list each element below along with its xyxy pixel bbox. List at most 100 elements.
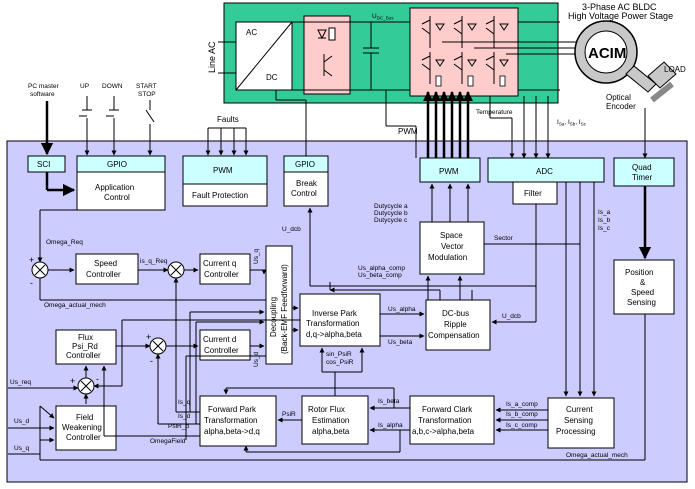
svg-text:+: +	[70, 376, 75, 386]
power-stage-title-2: High Voltage Power Stage	[568, 11, 673, 21]
decoupling-label-1: Decoupling	[269, 297, 278, 337]
left-us-q-label: Us_q	[14, 445, 30, 452]
is-a-comp-label: Is_a_comp	[506, 401, 538, 408]
acim-label: ACIM	[588, 45, 626, 62]
svg-text:+: +	[29, 255, 34, 265]
pos-label-4: Sensing	[627, 298, 656, 307]
power-stage: 3-Phase AC BLDC High Voltage Power Stage…	[207, 2, 686, 111]
sin-psir-label: sin_PsiR	[326, 351, 352, 358]
svg-text:+: +	[146, 332, 151, 342]
encoder-disk	[650, 81, 674, 103]
filter-block	[512, 181, 558, 205]
pos-label-1: Position	[625, 268, 653, 277]
inv-park-label-1: Inverse Park	[312, 309, 358, 318]
break-control-block	[283, 171, 329, 207]
is-q-label: Is_q	[178, 399, 191, 406]
is-beta-label: Is_beta	[378, 398, 400, 405]
start-stop-switch	[145, 100, 155, 130]
clark-label-2: Transformation	[418, 416, 472, 425]
psir-d-label: PsiR_d	[168, 423, 189, 430]
svm-label-2: Vector	[441, 242, 464, 251]
pwm-modulator-block	[419, 157, 481, 183]
rotor-flux-label-3: alpha,beta	[312, 427, 350, 436]
line-ac-label: Line AC	[207, 41, 217, 73]
current-d-controller-block	[199, 329, 251, 361]
is-q-req-label: is_q_Req	[140, 258, 168, 265]
is-b-label: Is_b	[598, 217, 611, 224]
decoupling-block	[265, 245, 293, 365]
down-switch	[106, 96, 119, 130]
flux-label-1: Flux	[78, 333, 93, 342]
temperature-label: Temperature	[476, 109, 513, 116]
dcbus-label-2: Ripple	[444, 320, 467, 329]
sci-label: SCI	[37, 160, 50, 169]
up-label: UP	[80, 83, 89, 90]
flux-label-3: Controller	[66, 351, 101, 360]
omega-actual-mech-bottom: Omega_actual_mech	[566, 452, 628, 459]
us-alpha-comp-label: Us_alpha_comp	[358, 265, 405, 272]
app-control-label-2: Control	[104, 193, 130, 202]
us-beta-comp-label: Us_beta_comp	[358, 272, 402, 279]
is-d-label: Is_d	[178, 413, 191, 420]
is-alpha-label: Is_alpha	[378, 422, 403, 429]
currentd-label-1: Current d	[203, 335, 236, 344]
inv-park-label-2: Transformation	[306, 319, 360, 328]
rotor-flux-label-1: Rotor Flux	[308, 405, 345, 414]
current-sensing-processing-block	[547, 397, 615, 449]
rotor-flux-estimation-block	[301, 395, 369, 445]
fw-label-3: Controller	[66, 433, 101, 442]
fwd-park-label-1: Forward Park	[208, 405, 257, 414]
faults-label: Faults	[217, 115, 239, 124]
omega-actual-mech-label: Omega_actual_mech	[44, 302, 106, 309]
pos-label-2: &	[640, 278, 646, 287]
decoupling-label-2: (Back-EMF Feedforward)	[280, 264, 289, 354]
svg-text:-: -	[96, 374, 99, 384]
us-q-vertical-label: Us_q	[253, 248, 260, 264]
u-dcb-right-label: U_dcb	[502, 313, 521, 320]
svm-label-1: Space	[440, 231, 463, 240]
dutycycle-c-label: Dutycycle c	[374, 217, 408, 224]
app-control-label-1: Application	[95, 183, 134, 192]
break-control-label-1: Break	[296, 179, 318, 188]
is-b-comp-label: Is_b_comp	[506, 411, 538, 418]
svg-text:-: -	[30, 278, 33, 288]
brake-chopper	[303, 15, 351, 95]
encoder-label-2: Encoder	[606, 102, 636, 111]
cur-sense-label-3: Processing	[556, 427, 596, 436]
gpio-label: GPIO	[107, 160, 127, 169]
dcbus-label-3: Compensation	[428, 331, 480, 340]
break-control-label-2: Control	[291, 189, 317, 198]
clark-label-3: a,b,c->alpha,beta	[412, 427, 475, 436]
phase-currents-label: ISa, ISb, ISc	[557, 119, 587, 127]
currentd-label-2: Controller	[204, 346, 239, 355]
speed-ctrl-label-2: Controller	[86, 270, 121, 279]
sector-label: Sector	[494, 235, 514, 242]
fwd-park-label-2: Transformation	[204, 416, 258, 425]
clark-label-1: Forward Clark	[422, 405, 473, 414]
inv-park-label-3: d,q->alpha,beta	[306, 330, 362, 339]
filter-label: Filter	[524, 189, 542, 198]
currentq-label-1: Current q	[203, 259, 236, 268]
position-speed-sensing-block	[613, 259, 675, 315]
svg-text:-: -	[150, 356, 153, 366]
fault-protection-block	[182, 183, 268, 207]
pwm-fault-block	[182, 155, 268, 185]
dutycycle-a-label: Dutycycle a	[374, 203, 408, 210]
flux-controller-block	[55, 329, 117, 365]
pc-master-label-2: software	[30, 91, 55, 98]
svm-label-3: Modulation	[428, 253, 467, 262]
down-label: DOWN	[102, 83, 123, 90]
us-req-label: Us_req	[10, 379, 31, 386]
load-label: LOAD	[664, 65, 686, 74]
pwm-modulator-label: PWM	[439, 167, 459, 176]
space-vector-modulation-block	[419, 221, 485, 275]
us-alpha-label: Us_alpha	[388, 306, 416, 313]
speed-ctrl-label-1: Speed	[94, 259, 117, 268]
pwm-top-label: PWM	[398, 127, 418, 136]
is-c-label: Is_c	[598, 225, 611, 232]
dcbus-ripple-comp-block	[425, 299, 491, 351]
pc-master-label-1: PC master	[28, 83, 60, 90]
pwm-fault-label: PWM	[213, 166, 233, 175]
dcbus-label-1: DC-bus	[442, 309, 469, 318]
rotor-flux-label-2: Estimation	[312, 416, 349, 425]
